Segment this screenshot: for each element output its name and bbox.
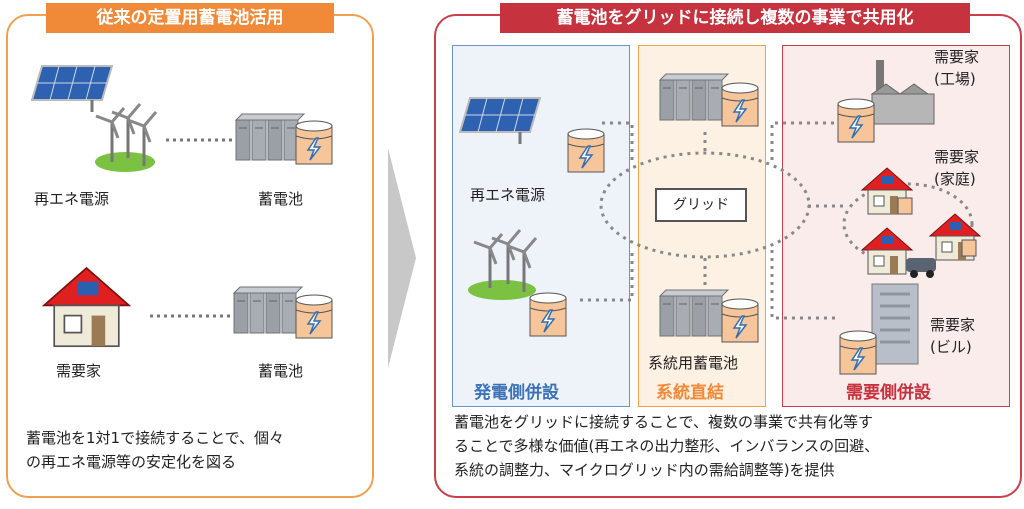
right-solar-panel-icon [458, 96, 542, 146]
grid-box: グリッド [655, 188, 747, 222]
right-solar-battery-icon [567, 128, 605, 173]
right-wind-battery-icon [529, 292, 567, 337]
right-description-line-3: 系統の調整力、マイクログリッド内の需給調整等)を提供 [454, 461, 835, 479]
left-battery-1-icon [235, 113, 333, 165]
home-battery-icon [897, 197, 913, 215]
left-description-line-1: 蓄電池を1対1で接続することで、個々 [26, 429, 285, 447]
factory-battery-icon [837, 98, 875, 143]
building-label-line-2: (ビル) [930, 338, 972, 356]
grid-zone-label: 系統直結 [656, 383, 724, 403]
transition-arrow-icon [388, 148, 416, 368]
factory-label-line-1: 需要家 [934, 48, 980, 66]
building-icon [871, 283, 919, 365]
left-battery-2-icon [233, 286, 333, 339]
grid-battery-bottom-icon [659, 289, 759, 343]
grid-battery-label: 系統用蓄電池 [648, 354, 739, 372]
home-label-line-1: 需要家 [934, 148, 980, 166]
building-battery-icon [839, 330, 877, 375]
right-description-line-2: ることで多様な価値(再エネの出力整形、インバランスの回避、 [454, 437, 880, 455]
left-description-line-2: の再エネ電源等の安定化を図る [26, 453, 237, 471]
left-consumer-label: 需要家 [56, 362, 102, 380]
left-battery-label-1: 蓄電池 [258, 190, 304, 208]
home-label-line-2: (家庭) [934, 170, 976, 188]
left-battery-label-2: 蓄電池 [258, 362, 304, 380]
generation-zone-label: 発電側併設 [474, 383, 559, 403]
left-house-icon [43, 267, 130, 348]
factory-label-line-2: (工場) [934, 70, 976, 88]
car-icon [906, 258, 936, 278]
grid-battery-top-icon [659, 73, 759, 127]
demand-zone-label: 需要側併設 [846, 383, 931, 403]
left-renewable-label: 再エネ電源 [34, 190, 110, 208]
right-panel-title: 蓄電池をグリッドに接続し複数の事業で共用化 [500, 3, 970, 33]
left-panel-title: 従来の定置用蓄電池活用 [46, 3, 334, 33]
right-description-line-1: 蓄電池をグリッドに接続することで、複数の事業で共有化等す [454, 413, 873, 431]
right-renewable-label: 再エネ電源 [470, 186, 546, 204]
building-label-line-1: 需要家 [930, 316, 976, 334]
factory-icon [870, 60, 935, 125]
left-solar-panel-icon [30, 64, 114, 114]
home-icon-2 [861, 227, 913, 275]
